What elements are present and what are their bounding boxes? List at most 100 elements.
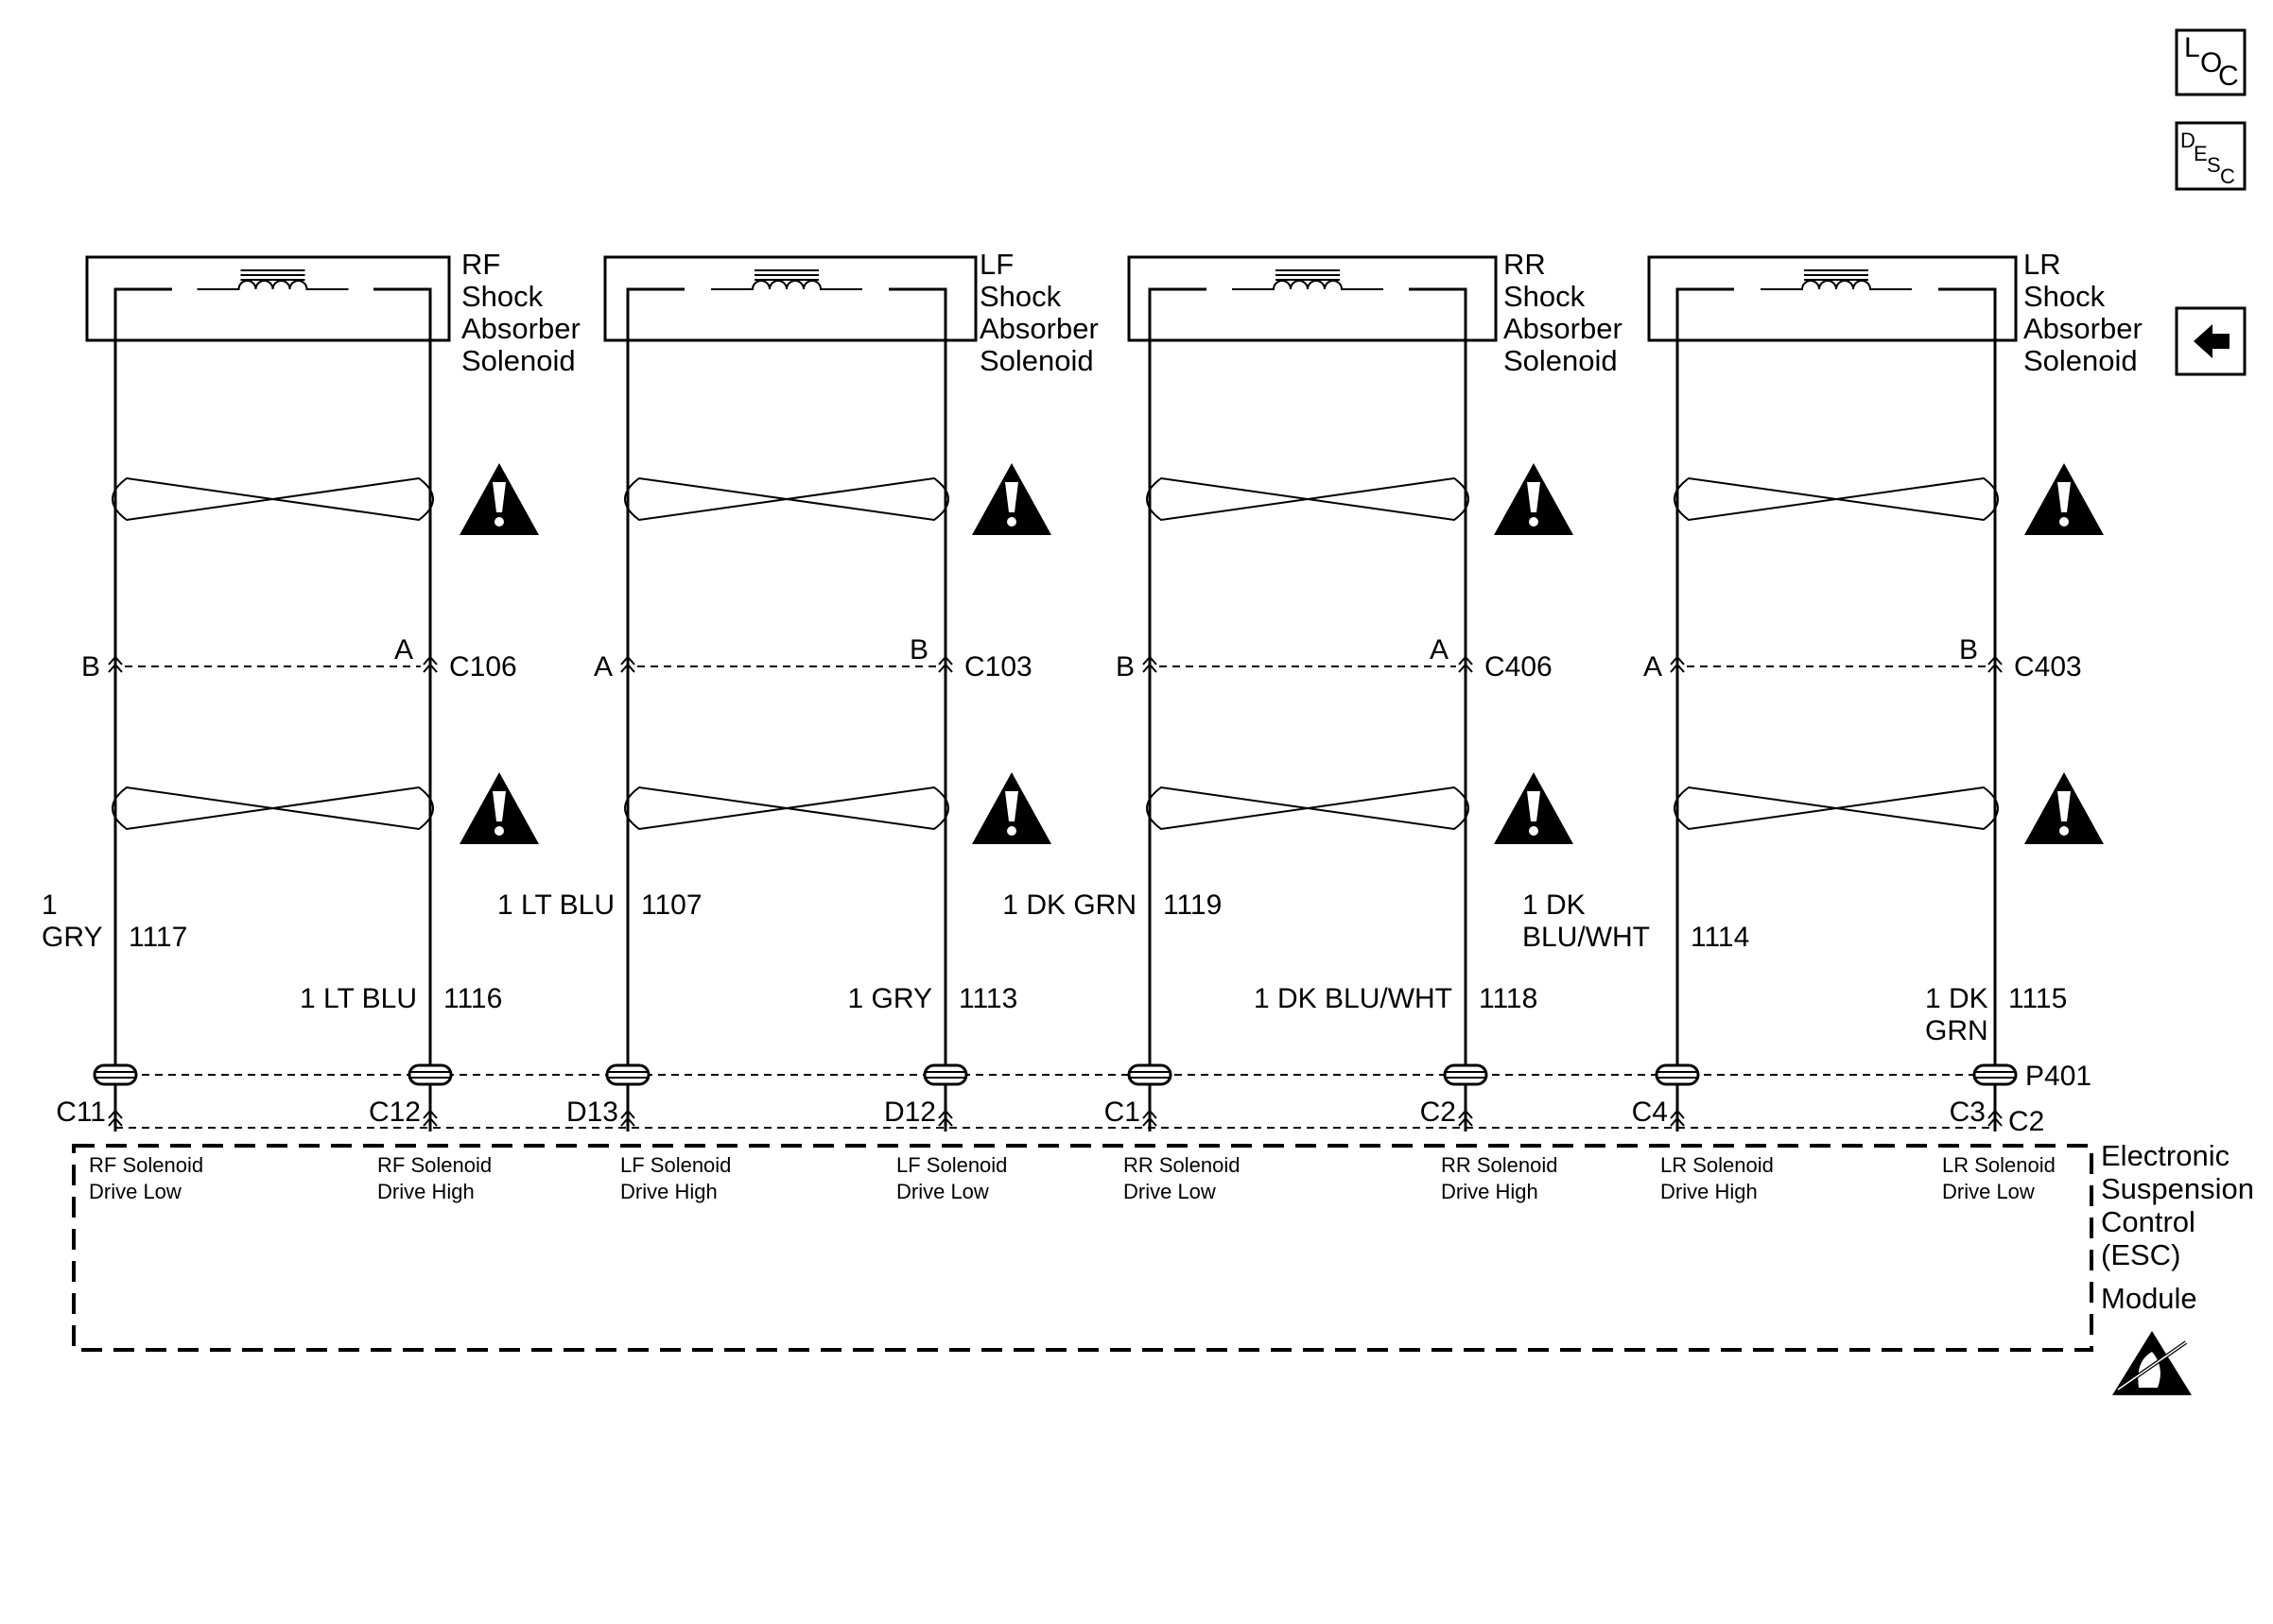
module-function-label: Drive Low <box>1123 1180 1216 1203</box>
solenoid-box <box>1647 255 2018 342</box>
module-function-label: Drive High <box>620 1180 718 1203</box>
inline-connector-icon <box>1972 1063 2018 1086</box>
module-function-label: RR Solenoid <box>1123 1153 1241 1177</box>
solenoid-title: Absorber <box>1503 312 1622 345</box>
solenoid-box <box>1127 255 1498 342</box>
solenoid-title: Shock <box>461 280 544 313</box>
wire-color-label: GRY <box>42 922 102 953</box>
wire-color-label: 1 DK <box>1522 890 1586 921</box>
connector-pin-icon <box>1670 655 1685 673</box>
caution-triangle-icon <box>972 463 1051 535</box>
module-pin-icon <box>620 1109 635 1127</box>
module-function-label: LR Solenoid <box>1942 1153 2056 1177</box>
connector-id: C403 <box>2014 651 2082 682</box>
connector-pin-label: B <box>1116 651 1135 682</box>
circuit-number: 1118 <box>1479 983 1537 1014</box>
connector-pin-label: B <box>1959 634 1978 665</box>
connector-pin-icon <box>938 655 953 673</box>
desc-icon: S <box>2207 153 2221 177</box>
loc-icon: L <box>2184 32 2200 63</box>
module-function-label: Drive Low <box>89 1180 182 1203</box>
module-pin-icon <box>1142 1109 1157 1127</box>
inline-connector-icon <box>605 1063 651 1086</box>
module-function-label: Drive Low <box>1942 1180 2035 1203</box>
solenoid-title: Solenoid <box>2023 344 2138 377</box>
inline-connector-id: P401 <box>2025 1061 2091 1092</box>
connector-id: C406 <box>1484 651 1553 682</box>
solenoid-title: Shock <box>1503 280 1586 313</box>
connector-pin-label: B <box>910 634 928 665</box>
module-pin-icon <box>938 1109 953 1127</box>
connector-pin-label: B <box>81 651 100 682</box>
circuit-number: 1107 <box>641 890 703 921</box>
solenoid-title: RF <box>461 248 500 281</box>
module-title: Control <box>2101 1205 2195 1238</box>
module-pin-label: C3 <box>1950 1097 1986 1128</box>
module-title: (ESC) <box>2101 1238 2180 1271</box>
wire-color-label: 1 DK <box>1925 983 1988 1014</box>
solenoid-title: Solenoid <box>461 344 576 377</box>
connector-pin-icon <box>1458 655 1473 673</box>
module-pin-label: C4 <box>1632 1097 1668 1128</box>
connector-pin-icon <box>1142 655 1157 673</box>
connector-pin-icon <box>423 655 438 673</box>
wire-color-label: 1 GRY <box>848 983 933 1014</box>
inline-connector-icon <box>1443 1063 1488 1086</box>
twisted-pair-lower <box>624 786 949 831</box>
module-connector-id: C2 <box>2008 1106 2044 1137</box>
twisted-pair-lower <box>1674 786 1999 831</box>
desc-icon: D <box>2180 129 2195 152</box>
esc-module-box <box>72 1144 2093 1352</box>
solenoid-title: Shock <box>980 280 1062 313</box>
desc-icon: C <box>2220 164 2235 188</box>
connector-pin-label: A <box>1430 634 1449 665</box>
connector-pin-icon <box>108 655 123 673</box>
loc-icon: C <box>2218 60 2239 92</box>
wire-color-label: 1 DK GRN <box>1002 890 1136 921</box>
inline-connector-icon <box>1655 1063 1700 1086</box>
connector-pin-label: A <box>1643 651 1662 682</box>
solenoid-coil-icon <box>197 269 349 290</box>
connector-pin-label: A <box>394 634 413 665</box>
caution-triangle-icon <box>460 463 539 535</box>
module-function-label: RR Solenoid <box>1441 1153 1558 1177</box>
solenoid-box <box>603 255 978 342</box>
back-button[interactable] <box>2175 306 2247 376</box>
module-pin-icon <box>1458 1109 1473 1127</box>
twisted-pair-upper <box>1674 476 1999 522</box>
solenoid-title: Solenoid <box>980 344 1094 377</box>
inline-connector-icon <box>923 1063 968 1086</box>
inline-connector-icon <box>408 1063 453 1086</box>
twisted-pair-upper <box>1146 476 1469 522</box>
solenoid-title: LF <box>980 248 1014 281</box>
module-function-label: Drive High <box>1441 1180 1538 1203</box>
caution-triangle-icon <box>2024 772 2104 844</box>
module-pin-icon <box>423 1109 438 1127</box>
module-function-label: LF Solenoid <box>896 1153 1007 1177</box>
circuit-number: 1119 <box>1163 890 1222 921</box>
esd-warning-icon <box>2112 1331 2192 1395</box>
module-pin-icon <box>1987 1109 2003 1127</box>
connector-pin-icon <box>1987 655 2003 673</box>
connector-id: C103 <box>964 651 1032 682</box>
circuit-number: 1117 <box>129 922 187 953</box>
module-title: Suspension <box>2101 1172 2254 1205</box>
module-function-label: RF Solenoid <box>377 1153 492 1177</box>
circuit-number: 1115 <box>2008 983 2067 1014</box>
wire-color-label: 1 LT BLU <box>497 890 615 921</box>
wire-color-label: 1 DK BLU/WHT <box>1254 983 1452 1014</box>
solenoid-title: Absorber <box>980 312 1099 345</box>
module-pin-label: D12 <box>884 1097 936 1128</box>
module-pin-label: C2 <box>1420 1097 1456 1128</box>
desc-icon: E <box>2194 142 2208 165</box>
inline-connector-icon <box>1127 1063 1172 1086</box>
solenoid-title: RR <box>1503 248 1546 281</box>
loc-icon: O <box>2200 47 2222 78</box>
circuit-number: 1113 <box>959 983 1017 1014</box>
